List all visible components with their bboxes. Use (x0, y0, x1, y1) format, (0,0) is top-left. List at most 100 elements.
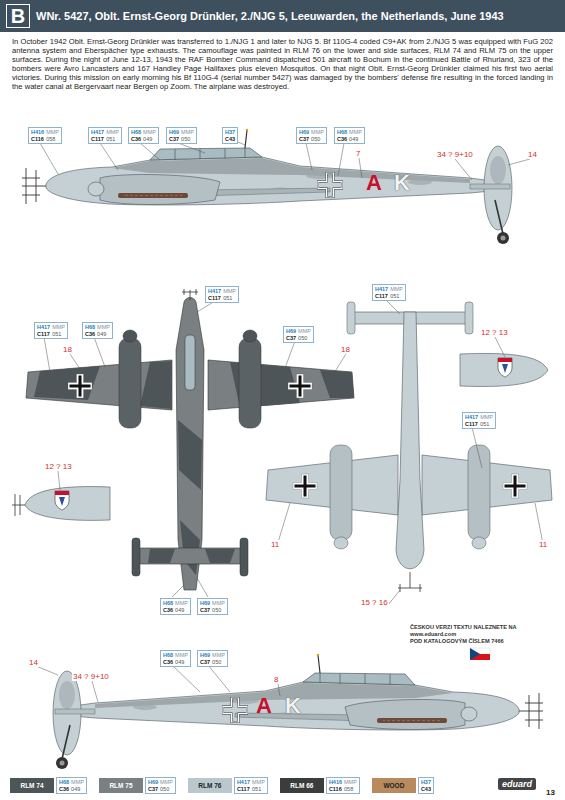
paint-code: H68 (163, 652, 173, 659)
paint-code: C36 (85, 331, 95, 338)
paint-code: MMP (71, 779, 84, 786)
paint-code: H417 (208, 288, 221, 295)
callout-number: 12 ? 13 (44, 462, 73, 471)
paint-callout: H417MMPC117051 (462, 412, 496, 429)
paint-code: MMP (480, 414, 493, 421)
paint-code: H417 (375, 286, 388, 293)
callout-number: 18 (62, 345, 73, 354)
paint-code: MMP (160, 779, 173, 786)
paint-callout: H37C43 (418, 777, 434, 794)
legend-entry: WOOD H37C43 (372, 777, 434, 794)
paint-code: MMP (298, 328, 311, 335)
paint-code: H417 (465, 414, 478, 421)
paint-code: 051 (52, 331, 65, 338)
callout-number: 18 (340, 345, 351, 354)
paint-callout: H68MMPC36049 (334, 127, 365, 144)
paint-callout: H417MMPC117051 (205, 286, 239, 303)
paint-code: MMP (46, 129, 59, 136)
brand-logo: eduard (498, 778, 536, 790)
paint-code: 051 (252, 786, 265, 793)
paint-code: 058 (46, 136, 59, 143)
paint-code: MMP (181, 129, 194, 136)
callout-number: 14 (527, 150, 538, 159)
paint-code: H68 (163, 600, 173, 607)
paint-code: 050 (298, 335, 311, 342)
paint-code: MMP (175, 600, 188, 607)
aircraft-code: K (394, 171, 410, 195)
paint-callout: H416MMPC116058 (326, 777, 360, 794)
paint-callout: H417MMPC117051 (88, 127, 122, 144)
paint-code: MMP (344, 779, 357, 786)
aircraft-code: K (285, 694, 301, 718)
paint-code: H37 (421, 779, 431, 786)
paint-code: C36 (59, 786, 69, 793)
paint-code: MMP (212, 600, 225, 607)
paint-code: 049 (143, 136, 156, 143)
page-number: 13 (546, 788, 555, 798)
color-swatch: RLM 76 (188, 778, 232, 793)
paint-code: 051 (480, 421, 493, 428)
paint-code: 058 (344, 786, 357, 793)
paint-code: C37 (148, 786, 158, 793)
paint-code: H69 (299, 129, 309, 136)
legend-text: RLM 76 (198, 782, 221, 790)
paint-code: 051 (390, 293, 403, 300)
paint-callout: H69MMPC37050 (296, 127, 327, 144)
paint-code: MMP (311, 129, 324, 136)
paint-code: C117 (465, 421, 478, 428)
paint-code: H37 (225, 129, 235, 136)
paint-code: C117 (375, 293, 388, 300)
callout-number: 12 ? 13 (480, 328, 509, 337)
paint-code: 050 (212, 607, 225, 614)
paint-callout: H68MMPC36049 (56, 777, 87, 794)
paint-code: C37 (286, 335, 296, 342)
paint-code: C117 (91, 136, 104, 143)
paint-callout: H417MMPC117051 (372, 284, 406, 301)
profile-letter: B (6, 4, 30, 28)
paint-callout: H69MMPC37050 (145, 777, 176, 794)
paint-code: C116 (329, 786, 342, 793)
paint-callout: H68MMPC36049 (128, 127, 159, 144)
paint-code: H69 (169, 129, 179, 136)
legend-text: RLM 74 (20, 782, 43, 790)
paint-code: C36 (337, 136, 347, 143)
paint-code: H69 (286, 328, 296, 335)
page-title: WNr. 5427, Oblt. Ernst-Georg Drünkler, 2… (36, 9, 504, 23)
paint-code: 050 (212, 659, 225, 666)
paint-code: 050 (311, 136, 324, 143)
paint-code: MMP (349, 129, 362, 136)
paint-callout: H69MMPC37050 (283, 326, 314, 343)
paint-code: 050 (160, 786, 173, 793)
paint-code: C117 (237, 786, 250, 793)
paint-code: C43 (421, 786, 431, 793)
paint-code: MMP (106, 129, 119, 136)
paint-callout: H417MMPC117051 (34, 322, 68, 339)
paint-code: C43 (225, 136, 235, 143)
paint-code: MMP (223, 288, 236, 295)
paint-code: C116 (31, 136, 44, 143)
paint-code: 051 (106, 136, 119, 143)
paint-code: MMP (252, 779, 265, 786)
paint-code: C117 (208, 295, 221, 302)
paint-code: 049 (175, 607, 188, 614)
paint-callout: H417MMPC117051 (234, 777, 268, 794)
callout-number: 34 ? 9+10 (436, 150, 474, 159)
paint-callout: H416MMPC116058 (28, 127, 62, 144)
paint-code: C117 (37, 331, 50, 338)
paint-code: C36 (131, 136, 141, 143)
legend-entry: RLM 75H69MMPC37050 (99, 777, 176, 794)
paint-code: H69 (200, 600, 210, 607)
callout-number: 15 ? 16 (360, 598, 389, 607)
callout-number: 14 (28, 658, 39, 667)
paint-code: H68 (337, 129, 347, 136)
color-swatch: WOOD (372, 778, 416, 793)
color-swatch: RLM 74 (10, 778, 54, 793)
paint-callout: H69MMPC37050 (166, 127, 197, 144)
color-swatch: RLM 66 (280, 778, 324, 793)
paint-callout: H37C43 (222, 127, 238, 144)
paint-callout: H68MMPC36049 (160, 650, 191, 667)
callout-number: 11 (538, 540, 548, 549)
paint-code: H69 (148, 779, 158, 786)
paint-code: H417 (237, 779, 250, 786)
legend-text: WOOD (383, 782, 404, 790)
